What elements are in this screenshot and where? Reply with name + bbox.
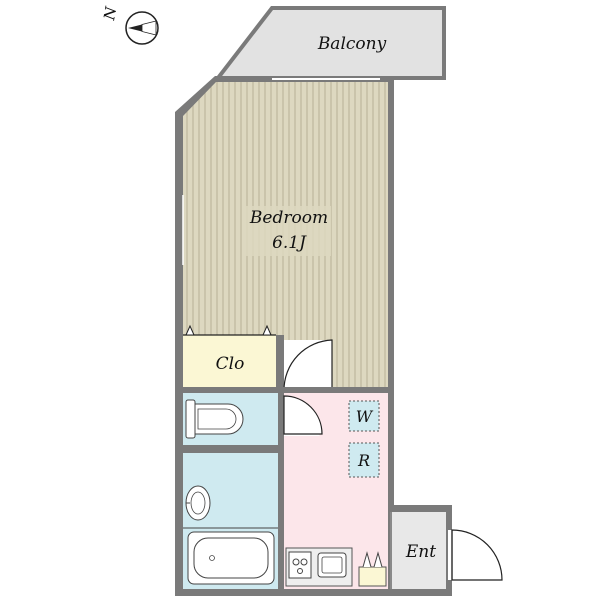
stove-icon: [288, 551, 312, 579]
bathtub-icon: [187, 531, 275, 585]
fridge-label: R: [357, 451, 370, 470]
kitchen-counter: [285, 547, 353, 587]
entrance-label: Ent: [405, 542, 436, 562]
cabinet-door-icon: [373, 551, 383, 568]
north-arrow-icon: [125, 11, 159, 45]
bathroom: [183, 453, 278, 589]
entrance-door[interactable]: [448, 529, 503, 581]
toilet-door[interactable]: [283, 395, 323, 436]
bedroom-label: Bedroom: [249, 208, 328, 228]
closet-door-hinge-icon: [185, 324, 195, 336]
closet-door-hinge-icon: [262, 324, 272, 336]
closet: Clo: [183, 324, 276, 387]
toilet-icon: [185, 399, 244, 439]
compass: N: [100, 4, 159, 45]
washer-space: W: [348, 400, 380, 432]
entrance: Ent: [390, 512, 446, 589]
bedroom-size: 6.1J: [272, 233, 307, 253]
closet-label: Clo: [216, 354, 245, 374]
kitchen-sink-icon: [317, 552, 347, 578]
shoe-cabinet: [358, 551, 387, 587]
washer-label: W: [356, 407, 374, 426]
sink-icon: [185, 485, 211, 521]
balcony: Balcony: [213, 6, 446, 80]
bedroom: Bedroom 6.1J: [182, 78, 388, 390]
bedroom-door[interactable]: [283, 339, 333, 391]
fridge-space: R: [348, 442, 380, 478]
balcony-label: Balcony: [317, 34, 387, 54]
cabinet-door-icon: [362, 551, 372, 568]
compass-letter: N: [100, 4, 120, 22]
toilet-room: [183, 393, 278, 445]
